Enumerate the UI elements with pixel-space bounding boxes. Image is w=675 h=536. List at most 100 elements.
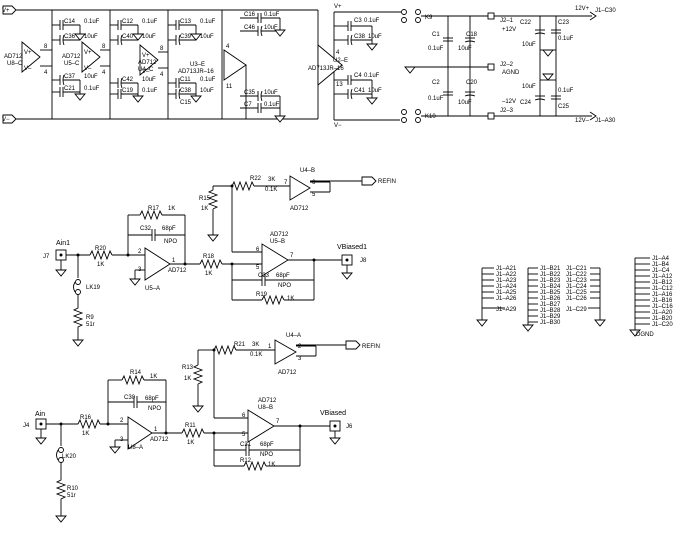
opamp-u4b-icon	[289, 175, 311, 201]
refin-port-icon	[361, 176, 377, 186]
ch2-buf-ref: U4–A	[286, 333, 301, 339]
cap-ref: C7	[244, 102, 252, 108]
pin-name: J1–A12	[652, 274, 673, 280]
ground-icon	[522, 324, 534, 332]
ground-icon	[190, 95, 202, 103]
pin-label: 8	[44, 44, 48, 50]
pin-name: J1–B23	[540, 278, 561, 284]
ch2-roffset-ref: R13	[182, 365, 194, 371]
opamp-u8a-icon	[127, 416, 153, 450]
cap-value: 0.1uF	[428, 96, 444, 102]
cap-ref: C13	[180, 19, 192, 25]
ch2-rfb1-ref: R14	[130, 370, 142, 376]
cap-ref: C41	[354, 88, 366, 94]
pin-name: J1–C12	[652, 286, 673, 292]
cap-value: 0.1uF	[264, 102, 280, 108]
link-k10-label: K10	[425, 114, 436, 120]
cap-ref: C12	[122, 19, 134, 25]
pin-name: J1–B4	[652, 262, 670, 268]
jack-j2-1-icon	[487, 12, 495, 20]
cap-value: 0.1uF	[558, 36, 574, 42]
pin-name: J1–B30	[540, 320, 561, 326]
pin-name: J1–A29	[496, 307, 517, 313]
pin-name: J1–B24	[540, 284, 561, 290]
cap-value: 10uF	[200, 34, 214, 40]
cap-ref: C39	[180, 34, 192, 40]
pin-label: 8	[102, 44, 106, 50]
pin-name: J1–C24	[566, 284, 587, 290]
ch1-rfb1-ref: R17	[148, 206, 160, 212]
ch1-link-label: LK19	[86, 285, 101, 291]
link-lk19-pin-icon	[75, 279, 81, 285]
cap-ref: C35	[244, 90, 256, 96]
ch1-rfb2-ref: R19	[256, 292, 268, 298]
ground-icon	[109, 446, 121, 454]
opamp-u8c-icon	[21, 41, 41, 73]
pin-label: 3	[298, 356, 302, 362]
pin-name: J1–C20	[652, 322, 673, 328]
link-k9-pin-icon	[401, 17, 407, 23]
ch1-cfb1-type: NPO	[164, 239, 177, 245]
pin-label: 7	[284, 180, 288, 186]
power-decoupling-block: V+ V− AD712 U8–C 8 4 AD712 U5–C 8 4 AD71…	[2, 5, 319, 124]
ch2-rref-val: 3K	[252, 342, 259, 348]
cap-value: 0.1uF	[200, 19, 216, 25]
rail-12v-plus: 12V+	[575, 6, 590, 12]
ground-icon	[74, 33, 86, 41]
amp-u4c-line2: U4–C	[138, 67, 154, 73]
ground-icon	[129, 278, 141, 286]
pin-label: 2	[120, 418, 124, 424]
cap-value: 10uF	[142, 34, 156, 40]
cap-ref: C11	[180, 77, 191, 83]
pin-name: J1–B22	[540, 272, 561, 278]
ch1-buf-part: AD712	[290, 206, 309, 212]
pin-name: J1–A20	[652, 310, 673, 316]
jack-ref: J2–3	[500, 108, 514, 114]
pin-label: 11	[226, 84, 233, 90]
jack-ref: J2–1	[500, 18, 514, 24]
cap-ref: C15	[180, 100, 192, 106]
cap-ref: C14	[64, 19, 76, 25]
channel1-circuit: Ain1 J7 LK19 R9 51r R20 1K 2 3 1 U5–A AD…	[43, 168, 396, 347]
pin-name: J1–C26	[566, 296, 587, 302]
ch1-roffset-val: 1K	[201, 206, 208, 212]
supply-vplus-label: V+	[334, 4, 342, 10]
ch2-rmid-ref: R11	[185, 423, 196, 429]
ch2-rterm-ref: R10	[67, 486, 79, 492]
ground-icon	[542, 49, 554, 57]
ch2-amp1-line1: U8–A	[128, 445, 143, 451]
link-k10-pin-icon	[401, 109, 407, 115]
pin-label: 4	[44, 70, 48, 76]
cap-value: 10uF	[264, 90, 278, 96]
ground-icon	[476, 319, 488, 327]
pin-name: J1–C29	[566, 307, 587, 313]
ch2-cfb2-ref: C31	[240, 442, 252, 448]
pin-name: J1–B21	[540, 266, 561, 272]
pin-name: J1–C21	[566, 266, 587, 272]
cap-value: 0.1uF	[558, 88, 574, 94]
ch1-rmid-val: 1K	[205, 271, 212, 277]
cap-value: 10uF	[458, 46, 472, 52]
pin-name: J1–A16	[652, 292, 673, 298]
ch2-amp2-line2: U8–B	[258, 405, 273, 411]
opamp-u2e-icon	[317, 44, 343, 86]
vplus-port-icon	[2, 5, 17, 15]
pin-label: 1	[154, 427, 158, 433]
pin-label: 5	[242, 432, 246, 438]
amp-u3e-line1: U3–E	[190, 62, 205, 68]
pin-label: 4	[336, 50, 340, 56]
opamp-u3e-icon	[223, 49, 247, 81]
ground-icon	[366, 43, 378, 51]
connector-pin-maps: J1–A21 J1–A22 J1–A23 J1–A24 J1–A25 J1–A2…	[476, 256, 673, 338]
pin-label: 1	[172, 258, 176, 264]
pin-label: 2	[298, 344, 302, 350]
pin-label: 4	[102, 70, 106, 76]
ground-icon	[629, 329, 641, 337]
ground-icon	[542, 73, 554, 81]
amp-vminus: V–	[84, 66, 92, 72]
channel2-circuit: Ain J4 LK20 R10 51r R16 1K 2 3 1 U8–A AD…	[23, 333, 380, 523]
ch2-rref-ref: R21	[234, 342, 246, 348]
amp-vminus: V–	[24, 66, 32, 72]
opamp-u4c-icon	[139, 44, 159, 76]
ch2-rin-ref: R16	[80, 415, 92, 421]
